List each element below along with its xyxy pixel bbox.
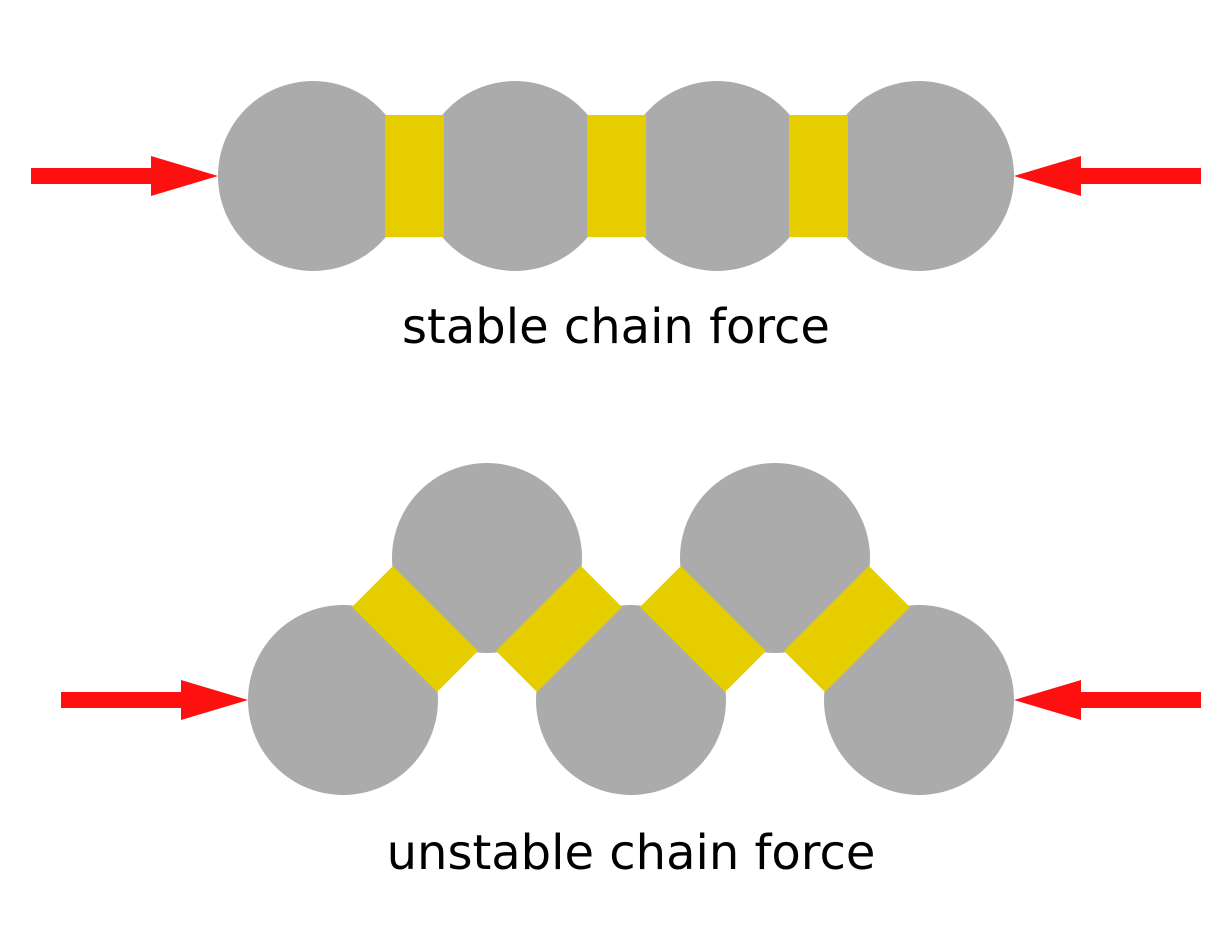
unstable-chain-group: unstable chain force bbox=[61, 463, 1201, 881]
unstable-particle-4 bbox=[680, 463, 870, 653]
unstable-caption: unstable chain force bbox=[387, 825, 876, 881]
unstable-contact-2 bbox=[496, 566, 622, 692]
unstable-contacts bbox=[352, 566, 910, 692]
unstable-contact-1 bbox=[352, 566, 478, 692]
stable-contact-2-overlay bbox=[587, 115, 646, 237]
stable-chain-group: stable chain force bbox=[31, 81, 1201, 355]
unstable-particles bbox=[248, 463, 1014, 795]
unstable-particle-1 bbox=[248, 605, 438, 795]
unstable-right-force-arrow bbox=[1014, 680, 1201, 720]
stable-particle-4 bbox=[824, 81, 1014, 271]
stable-contact-1-overlay bbox=[385, 115, 444, 237]
stable-right-force-arrow bbox=[1014, 156, 1201, 196]
stable-particle-2 bbox=[420, 81, 610, 271]
stable-particles bbox=[218, 81, 1014, 271]
stable-caption: stable chain force bbox=[402, 299, 830, 355]
stable-particle-3 bbox=[622, 81, 812, 271]
stable-left-force-arrow bbox=[31, 156, 218, 196]
unstable-particle-3 bbox=[536, 605, 726, 795]
unstable-left-force-arrow bbox=[61, 680, 248, 720]
stable-contacts-overlay bbox=[385, 115, 848, 237]
stable-contact-3-overlay bbox=[789, 115, 848, 237]
unstable-particle-5 bbox=[824, 605, 1014, 795]
stable-particle-1 bbox=[218, 81, 408, 271]
unstable-contact-4 bbox=[784, 566, 910, 692]
unstable-particle-2 bbox=[392, 463, 582, 653]
unstable-contact-3 bbox=[640, 566, 766, 692]
